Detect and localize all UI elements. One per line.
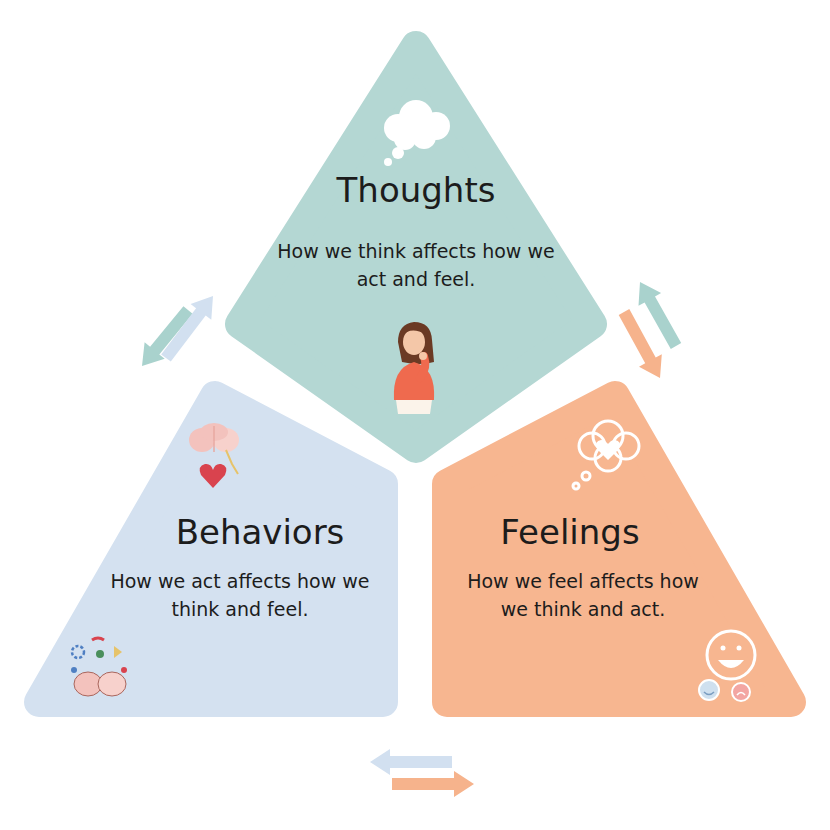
segment-outline bbox=[240, 46, 592, 448]
segment-title: Feelings bbox=[440, 508, 700, 557]
cbt-segment: BehaviorsHow we act affects how we think… bbox=[25, 380, 397, 717]
influence-arrow bbox=[619, 309, 662, 378]
influence-arrow bbox=[639, 282, 682, 349]
segment-title: Behaviors bbox=[130, 508, 390, 557]
cbt-segment: FeelingsHow we feel affects how we think… bbox=[433, 380, 805, 717]
cbt-segment: ThoughtsHow we think affects how we act … bbox=[220, 28, 612, 466]
segment-body: How we feel affects how we think and act… bbox=[453, 568, 713, 623]
segment-body: How we think affects how we act and feel… bbox=[276, 238, 556, 293]
influence-arrow bbox=[161, 296, 213, 362]
influence-arrow bbox=[392, 771, 474, 797]
segment-title: Thoughts bbox=[276, 166, 556, 215]
segment-body: How we act affects how we think and feel… bbox=[110, 568, 370, 623]
influence-arrow bbox=[370, 749, 452, 775]
influence-arrow bbox=[142, 306, 193, 366]
